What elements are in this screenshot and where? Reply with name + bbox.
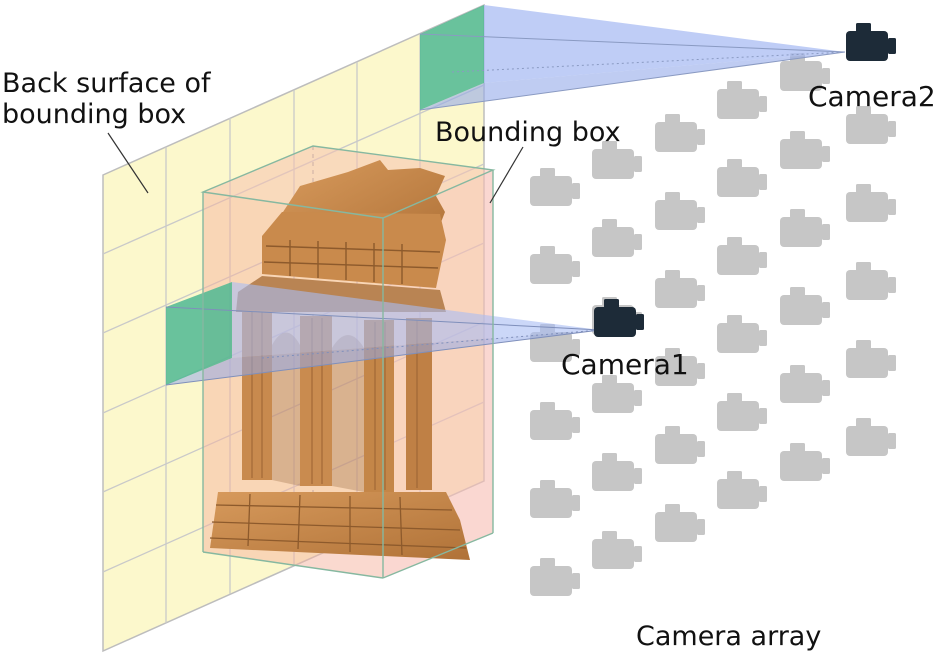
label-leaders — [107, 132, 524, 204]
array-camera-icon — [530, 402, 580, 440]
array-camera-icon — [846, 262, 896, 300]
camera1-icon — [594, 299, 644, 337]
array-camera-icon — [655, 270, 705, 308]
camera2-label: Camera2 — [808, 80, 936, 113]
array-camera-icon — [530, 480, 580, 518]
array-camera-icon — [717, 81, 767, 119]
bounding-box-outline — [200, 145, 496, 579]
array-camera-icon — [780, 443, 830, 481]
array-camera-icon — [592, 219, 642, 257]
camera2-rays — [419, 33, 846, 111]
back-surface-label-line1: Back surface of — [2, 68, 211, 99]
array-camera-icon — [655, 192, 705, 230]
array-camera-icon — [530, 558, 580, 596]
array-camera-icon — [530, 168, 580, 206]
array-camera-icon — [780, 287, 830, 325]
camera2-far-plane — [420, 5, 484, 110]
array-camera-icon — [780, 365, 830, 403]
bounding-box-label: Bounding box — [435, 117, 621, 148]
array-camera-icon — [717, 315, 767, 353]
array-camera-icon — [655, 426, 705, 464]
camera-array-label: Camera array — [636, 621, 822, 652]
camera1-label: Camera1 — [561, 348, 689, 381]
array-camera-icon — [717, 393, 767, 431]
array-camera-icon — [655, 504, 705, 542]
array-camera-icon — [530, 246, 580, 284]
array-camera-icon — [717, 237, 767, 275]
array-camera-icon — [846, 184, 896, 222]
array-camera-icon — [717, 159, 767, 197]
array-camera-icon — [592, 531, 642, 569]
camera2-icon — [846, 23, 896, 61]
back-surface-label: Back surface of bounding box — [2, 68, 211, 130]
array-camera-icon — [592, 453, 642, 491]
array-camera-icon — [780, 131, 830, 169]
array-camera-icon — [846, 418, 896, 456]
array-camera-icon — [717, 471, 767, 509]
array-camera-icon — [846, 340, 896, 378]
array-camera-icon — [655, 114, 705, 152]
back-surface-label-line2: bounding box — [2, 99, 187, 130]
array-camera-icon — [780, 209, 830, 247]
